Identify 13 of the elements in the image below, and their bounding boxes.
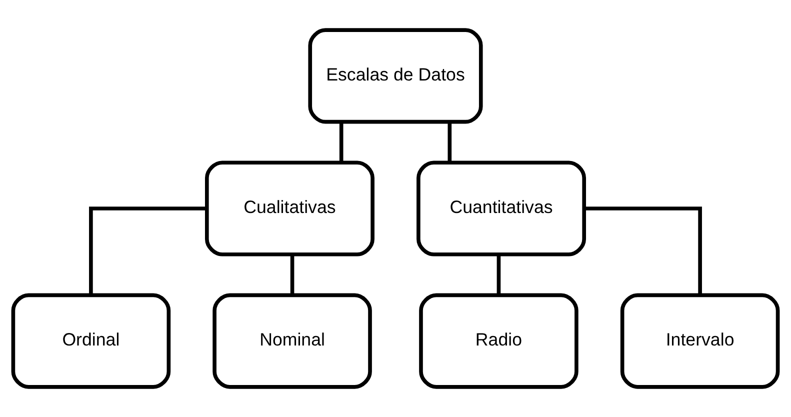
node-box: Intervalo bbox=[620, 293, 780, 389]
node-box: Escalas de Datos bbox=[308, 28, 483, 124]
node-box: Cualitativas bbox=[205, 160, 374, 256]
node-box: Cuantitativas bbox=[416, 160, 586, 256]
connector bbox=[339, 122, 344, 163]
node-box: Ordinal bbox=[11, 293, 171, 389]
connector bbox=[290, 254, 294, 296]
node-box: Radio bbox=[419, 293, 578, 389]
connector bbox=[89, 206, 207, 296]
connector bbox=[584, 206, 702, 296]
connector bbox=[496, 254, 501, 296]
connector bbox=[448, 122, 452, 163]
node-box: Nominal bbox=[212, 293, 372, 389]
